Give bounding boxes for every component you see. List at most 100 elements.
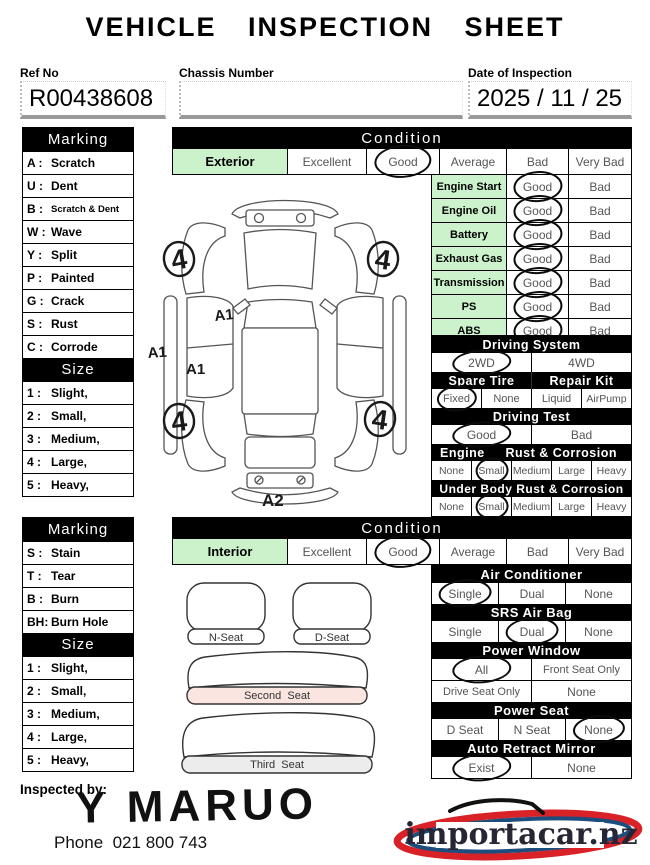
srs-option: None bbox=[584, 624, 613, 639]
condition-option-selected: Good bbox=[367, 149, 440, 174]
check-bad: Bad bbox=[589, 275, 611, 290]
exterior-condition-table: Condition Exterior Excellent Good Averag… bbox=[172, 127, 632, 175]
power-seat-option-selected: None bbox=[566, 719, 631, 740]
condition-option: Bad bbox=[507, 539, 569, 564]
spare-tire-option-selected: Fixed bbox=[432, 389, 482, 408]
legend-row: C :Corrode bbox=[23, 335, 133, 358]
damage-label-a1: A1 bbox=[214, 306, 235, 325]
spare-tire-title: Spare Tire bbox=[432, 372, 532, 389]
power-seat-option: D Seat bbox=[432, 719, 499, 740]
interior-condition-table: Condition Interior Excellent Good Averag… bbox=[172, 517, 632, 565]
seat-diagram: N-Seat D-Seat Second Seat Third Seat bbox=[181, 582, 376, 774]
rust-option: None bbox=[432, 461, 472, 480]
engine-rust-title-left: Engine bbox=[440, 445, 485, 460]
spare-tire-option: None bbox=[482, 389, 532, 408]
check-good-selected: Good bbox=[507, 271, 569, 294]
condition-option: Bad bbox=[507, 149, 569, 174]
mirror-option-selected: Exist bbox=[432, 757, 532, 778]
rust-option: None bbox=[432, 497, 472, 516]
air-conditioner-option: None bbox=[584, 586, 613, 601]
check-bad: Bad bbox=[589, 179, 611, 194]
auto-retract-mirror-title: Auto Retract Mirror bbox=[432, 740, 631, 757]
driving-info-table: Driving System 2WD 4WD Spare Tire Repair… bbox=[431, 335, 632, 517]
rust-option-selected: Small bbox=[472, 461, 512, 480]
driving-system-option-selected: 2WD bbox=[432, 353, 532, 372]
svg-text:4: 4 bbox=[169, 243, 190, 276]
exterior-marking-legend: Marking A :Scratch U :Dent B :Scratch & … bbox=[22, 127, 134, 497]
interior-marking-legend: Marking S :Stain T :Tear B :Burn BH:Burn… bbox=[22, 517, 134, 772]
driving-test-option: Bad bbox=[570, 427, 593, 442]
damage-label-a2: A2 bbox=[262, 491, 284, 508]
srs-option: Single bbox=[432, 621, 499, 642]
inspected-by-label: Inspected by: bbox=[20, 782, 108, 797]
marking-legend-title: Marking bbox=[23, 518, 133, 541]
check-bad: Bad bbox=[589, 203, 611, 218]
rust-option: Large bbox=[552, 497, 592, 516]
condition-option: Average bbox=[440, 149, 507, 174]
engine-rust-title-right: Rust & Corrosion bbox=[505, 445, 617, 460]
power-window-option: None bbox=[567, 684, 596, 699]
car-damage-diagram: 4 4 4 4 A1 A1 A1 A2 bbox=[147, 199, 407, 508]
rust-option: Medium bbox=[512, 461, 552, 480]
repair-kit-title: Repair Kit bbox=[532, 372, 631, 389]
condition-option: Very Bad bbox=[575, 544, 625, 559]
date-label: Date of Inspection bbox=[468, 66, 573, 80]
legend-row: 5 :Heavy, bbox=[23, 473, 133, 496]
power-window-option: Front Seat Only bbox=[542, 663, 621, 676]
air-conditioner-option: Dual bbox=[499, 583, 566, 604]
interior-equipment-table: Air Conditioner Single Dual None SRS Air… bbox=[431, 565, 632, 779]
legend-row: 4 :Large, bbox=[23, 725, 133, 748]
exterior-row-label: Exterior bbox=[173, 149, 288, 174]
check-bad: Bad bbox=[589, 227, 611, 242]
svg-text:4: 4 bbox=[169, 405, 189, 438]
date-value: 2025 / 11 / 25 bbox=[468, 81, 632, 119]
legend-row: 4 :Large, bbox=[23, 450, 133, 473]
svg-text:4: 4 bbox=[373, 243, 393, 276]
third-seat-label: Third Seat bbox=[250, 759, 304, 771]
damage-label-a1: A1 bbox=[186, 361, 205, 378]
legend-row: S :Rust bbox=[23, 312, 133, 335]
driving-system-title: Driving System bbox=[432, 336, 631, 353]
d-seat-label: D-Seat bbox=[315, 632, 349, 644]
air-conditioner-title: Air Conditioner bbox=[432, 566, 631, 583]
power-seat-title: Power Seat bbox=[432, 702, 631, 719]
ref-no-value: R00438608 bbox=[20, 81, 166, 119]
legend-row: 2 :Small, bbox=[23, 679, 133, 702]
legend-row: 5 :Heavy, bbox=[23, 748, 133, 771]
check-good-selected: Good bbox=[507, 223, 569, 246]
rust-option: Heavy bbox=[596, 464, 627, 477]
logo-blue-swoosh bbox=[406, 816, 632, 854]
chassis-value bbox=[179, 81, 463, 119]
svg-text:4: 4 bbox=[370, 403, 390, 436]
legend-row: B :Scratch & Dent bbox=[23, 197, 133, 220]
n-seat-label: N-Seat bbox=[209, 632, 243, 644]
legend-row: 1 :Slight, bbox=[23, 656, 133, 679]
logo-text-backing bbox=[436, 822, 604, 848]
inspector-signature: Y MARUO bbox=[76, 784, 319, 826]
legend-row: G :Crack bbox=[23, 289, 133, 312]
rust-option: Large bbox=[552, 461, 592, 480]
rust-option: Heavy bbox=[596, 500, 627, 513]
legend-row: W :Wave bbox=[23, 220, 133, 243]
srs-airbag-title: SRS Air Bag bbox=[432, 604, 631, 621]
legend-row: 1 :Slight, bbox=[23, 381, 133, 404]
check-good-selected: Good bbox=[507, 199, 569, 222]
damage-labels: A1 A1 A1 A2 bbox=[147, 306, 284, 508]
srs-option-selected: Dual bbox=[499, 621, 566, 642]
check-bad: Bad bbox=[589, 299, 611, 314]
driving-test-option-selected: Good bbox=[432, 425, 532, 444]
underbody-rust-title: Under Body Rust & Corrosion bbox=[432, 480, 631, 497]
interior-row-label: Interior bbox=[173, 539, 288, 564]
check-good-selected: Good bbox=[507, 247, 569, 270]
legend-row: S :Stain bbox=[23, 541, 133, 564]
legend-row: A :Scratch bbox=[23, 151, 133, 174]
wheel-mark-numbers: 4 4 4 4 bbox=[169, 243, 393, 438]
marking-legend-title: Marking bbox=[23, 128, 133, 151]
check-good-selected: Good bbox=[507, 175, 569, 198]
